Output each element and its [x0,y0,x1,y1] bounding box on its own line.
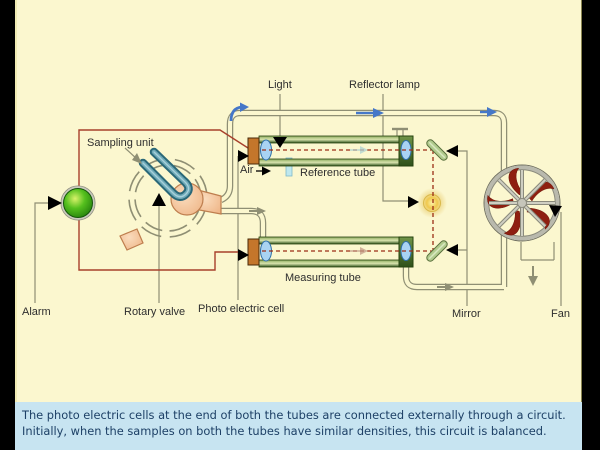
caption-line-2: Initially, when the samples on both the … [22,423,547,438]
sampling-unit-assembly [119,147,222,251]
pipe-valve-to-measuring [220,207,267,238]
label-air: Air [240,164,254,176]
air-arrow [262,166,271,176]
fan-exhaust-duct [520,242,555,261]
label-alarm: Alarm [22,306,51,318]
pipe-measuring-to-fan [402,266,504,291]
diagram-canvas [15,0,582,450]
bottom-mirror-arrow [446,244,458,256]
reference-tube-bottom-wall [258,158,412,167]
label-reference-tube: Reference tube [300,167,376,179]
caption-band: The photo electric cells at the end of b… [15,402,582,450]
mirror-leader-line [447,150,468,306]
rotary-valve-arrow [152,193,166,206]
measuring-tube-top-wall [258,236,412,245]
bottom-mirror-icon [426,240,448,262]
label-rotary-valve: Rotary valve [124,306,186,318]
label-fan: Fan [551,308,570,320]
reference-cell-arrow [238,150,249,162]
reflector-lamp-leader-line [382,94,409,202]
alarm-leader-line [34,202,49,303]
measuring-cell-arrow [238,249,249,261]
caption-line-1: The photo electric cells at the end of b… [22,408,566,422]
alarm-indicator-icon [60,185,96,221]
reflector-lamp-arrow [408,196,419,208]
wire-alarm-to-reference-cell [78,129,249,188]
label-light: Light [268,79,292,91]
top-mirror-icon [426,139,448,161]
wire-alarm-to-measuring-cell [78,219,239,271]
blue-flow-arrows [229,102,497,122]
label-reflector-lamp: Reflector lamp [349,79,420,91]
measuring-tube-bottom-wall [258,259,412,268]
reference-photo-electric-cell [247,137,260,165]
rotor-wedge [119,228,144,251]
light-arrow [273,137,287,148]
gray-flow-arrows [249,207,538,291]
light-beams [262,149,434,252]
arrowheads [48,102,562,291]
measuring-photo-electric-cell [247,238,260,266]
tube-flow-arrows [350,146,368,255]
air-inlet-port [285,157,293,177]
top-mirror-arrow [446,145,458,157]
fan-hub [517,198,527,208]
fan-arrow [549,205,562,217]
label-photo-electric-cell: Photo electric cell [198,303,285,315]
label-sampling-unit: Sampling unit [87,137,154,149]
sampling-unit-pointer-head [132,153,142,164]
fan-wheel-icon [483,164,561,242]
reflector-lamp-bulb [423,194,441,212]
alarm-arrow [48,196,62,210]
reflector-lamp-glow [417,188,447,218]
sampling-probe-u-tube [138,147,193,201]
circuit-wires [78,129,249,271]
apparatus-diagram [34,94,562,306]
label-mirror: Mirror [452,308,481,320]
measuring-tube-assembly [247,236,414,268]
label-measuring-tube: Measuring tube [285,272,361,284]
